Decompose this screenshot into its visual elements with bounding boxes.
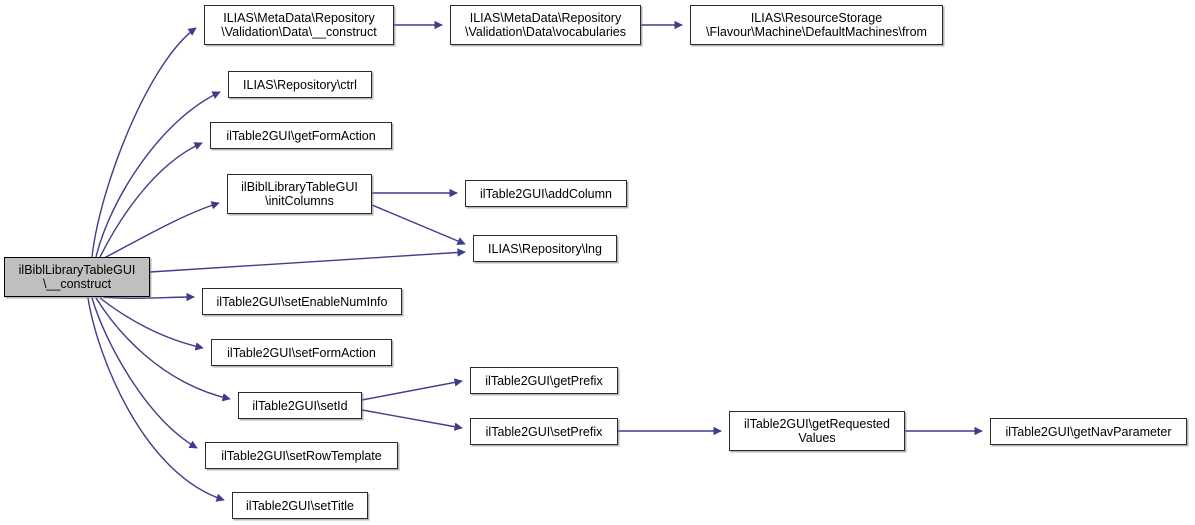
graph-node-getrequestedvalues[interactable]: ilTable2GUI\getRequested Values — [729, 411, 905, 451]
graph-node-resourcestorage_from[interactable]: ILIAS\ResourceStorage \Flavour\Machine\D… — [690, 5, 943, 45]
graph-node-label: ilTable2GUI\getRequested Values — [744, 417, 890, 445]
graph-node-settitle[interactable]: ilTable2GUI\setTitle — [232, 492, 368, 519]
graph-node-label: ilTable2GUI\addColumn — [479, 186, 612, 201]
call-edge-root-to-setrowtemplate — [91, 297, 198, 449]
graph-node-root[interactable]: ilBiblLibraryTableGUI \__construct — [4, 257, 150, 297]
graph-node-label: ILIAS\MetaData\Repository \Validation\Da… — [221, 11, 377, 39]
graph-node-label: ilBiblLibraryTableGUI \__construct — [18, 263, 136, 291]
graph-node-label: ilTable2GUI\setId — [252, 398, 348, 413]
call-edge-setid-to-getprefix — [361, 378, 463, 401]
graph-node-setenablenuminfo[interactable]: ilTable2GUI\setEnableNumInfo — [202, 288, 402, 315]
graph-node-initcolumns[interactable]: ilBiblLibraryTableGUI \initColumns — [227, 174, 372, 214]
graph-node-label: ilTable2GUI\setFormAction — [227, 345, 376, 360]
call-edge-initcolumns-to-repository_lng — [371, 204, 466, 245]
graph-node-repository_lng[interactable]: ILIAS\Repository\lng — [473, 235, 617, 262]
graph-node-label: ilTable2GUI\getNavParameter — [1005, 424, 1172, 439]
graph-node-setid[interactable]: ilTable2GUI\setId — [238, 392, 362, 419]
graph-node-label: ilTable2GUI\setEnableNumInfo — [216, 294, 388, 309]
call-edge-setid-to-setprefix — [361, 409, 463, 431]
graph-node-getformaction[interactable]: ilTable2GUI\getFormAction — [210, 122, 392, 149]
call-edge-root-to-settitle — [87, 297, 225, 502]
graph-node-label: ILIAS\Repository\lng — [488, 241, 602, 256]
graph-node-label: ilTable2GUI\setPrefix — [485, 424, 603, 439]
graph-node-metadata_vocabularies[interactable]: ILIAS\MetaData\Repository \Validation\Da… — [450, 5, 641, 45]
call-edge-root-to-repository_ctrl — [95, 91, 221, 258]
graph-node-metadata_construct[interactable]: ILIAS\MetaData\Repository \Validation\Da… — [204, 5, 394, 45]
graph-node-addcolumn[interactable]: ilTable2GUI\addColumn — [465, 180, 627, 207]
call-edge-root-to-repository_lng — [149, 248, 466, 273]
graph-node-getprefix[interactable]: ilTable2GUI\getPrefix — [470, 367, 618, 394]
graph-node-label: ilTable2GUI\setTitle — [246, 498, 354, 513]
graph-node-label: ilTable2GUI\getPrefix — [485, 373, 603, 388]
graph-node-getnavparameter[interactable]: ilTable2GUI\getNavParameter — [990, 418, 1187, 445]
call-edge-root-to-setenablenuminfo — [103, 292, 195, 302]
graph-node-label: ilTable2GUI\setRowTemplate — [221, 448, 382, 463]
call-edge-root-to-setformaction — [99, 297, 204, 351]
graph-node-label: ILIAS\ResourceStorage \Flavour\Machine\D… — [706, 11, 927, 39]
graph-node-label: ilTable2GUI\getFormAction — [226, 128, 376, 143]
graph-node-label: ilBiblLibraryTableGUI \initColumns — [241, 180, 358, 208]
graph-node-setformaction[interactable]: ilTable2GUI\setFormAction — [211, 339, 392, 366]
call-edge-root-to-initcolumns — [103, 201, 220, 259]
graph-node-label: ILIAS\Repository\ctrl — [243, 77, 357, 92]
graph-node-setprefix[interactable]: ilTable2GUI\setPrefix — [470, 418, 618, 445]
graph-node-repository_ctrl[interactable]: ILIAS\Repository\ctrl — [228, 71, 372, 98]
call-edge-root-to-metadata_construct — [91, 27, 197, 258]
graph-node-setrowtemplate[interactable]: ilTable2GUI\setRowTemplate — [205, 442, 398, 469]
graph-node-label: ILIAS\MetaData\Repository \Validation\Da… — [465, 11, 626, 39]
call-edge-root-to-getformaction — [99, 142, 203, 258]
